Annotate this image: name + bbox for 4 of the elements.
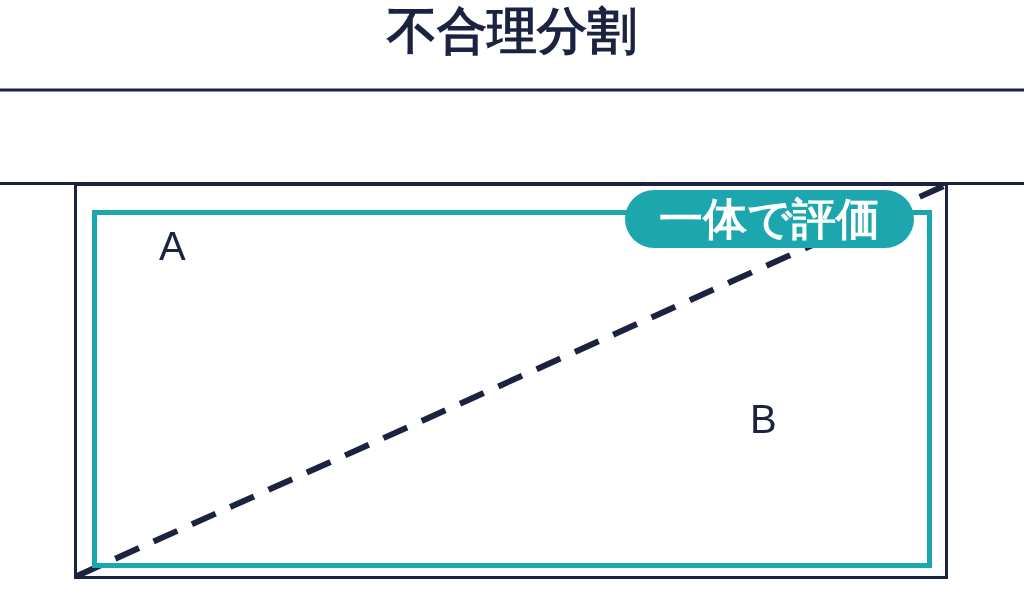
region-label: B <box>750 399 777 439</box>
heading-pill: 一体で評価 <box>625 190 914 248</box>
region-label: A <box>159 226 186 266</box>
title: 不合理分割 <box>387 4 637 59</box>
